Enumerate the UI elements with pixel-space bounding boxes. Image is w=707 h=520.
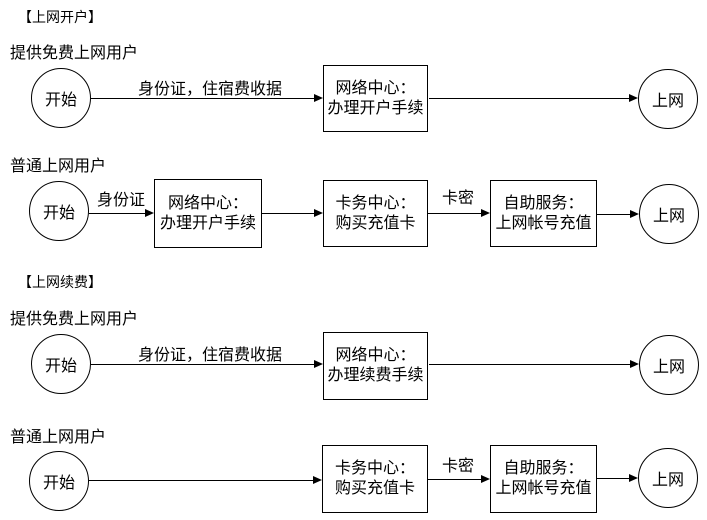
arrow xyxy=(597,210,639,218)
arrow-label: 身份证，住宿费收据 xyxy=(138,81,283,98)
process-box-line2: 上网帐号充值 xyxy=(495,214,592,232)
arrow xyxy=(91,360,323,368)
process-box: 自助服务： 上网帐号充值 xyxy=(490,445,597,513)
end-node: 上网 xyxy=(638,448,698,508)
row-label-free-user: 提供免费上网用户 xyxy=(10,45,139,62)
row-label-free-user: 提供免费上网用户 xyxy=(10,311,139,328)
section-header-account-opening: 【上网开户】 xyxy=(18,9,102,25)
arrow xyxy=(429,360,639,368)
process-box: 卡务中心： 购买充值卡 xyxy=(323,180,428,247)
arrow xyxy=(429,94,638,102)
process-box-line2: 办理开户手续 xyxy=(327,99,424,117)
end-node: 上网 xyxy=(639,335,699,395)
section-header-renewal: 【上网续费】 xyxy=(18,274,102,290)
process-box-line1: 自助服务： xyxy=(503,460,584,477)
end-node: 上网 xyxy=(639,184,699,244)
process-box: 自助服务： 上网帐号充值 xyxy=(490,180,597,247)
process-box: 卡务中心： 购买充值卡 xyxy=(322,445,428,513)
arrow-label: 卡密 xyxy=(442,190,475,207)
process-box-line1: 自助服务： xyxy=(503,194,584,212)
process-box: 网络中心： 办理开户手续 xyxy=(154,179,262,248)
arrow xyxy=(428,475,490,483)
process-box-line1: 卡务中心： xyxy=(335,194,416,212)
process-box-line2: 上网帐号充值 xyxy=(495,480,592,497)
process-box: 网络中心： 办理续费手续 xyxy=(323,332,428,400)
process-box-line1: 卡务中心： xyxy=(334,460,415,477)
arrow xyxy=(262,209,323,217)
start-node: 开始 xyxy=(29,181,89,241)
row-label-ordinary-user: 普通上网用户 xyxy=(10,158,107,175)
process-box-line1: 网络中心： xyxy=(335,79,416,97)
process-box-line2: 购买充值卡 xyxy=(335,214,416,232)
row-label-ordinary-user: 普通上网用户 xyxy=(10,429,107,446)
arrow-label: 卡密 xyxy=(442,458,475,475)
arrow xyxy=(91,94,323,102)
arrow-label: 身份证，住宿费收据 xyxy=(138,347,283,364)
arrow xyxy=(89,476,322,484)
arrow xyxy=(89,209,154,217)
process-box: 网络中心： 办理开户手续 xyxy=(323,65,428,132)
process-box-line2: 购买充值卡 xyxy=(334,480,415,497)
start-node: 开始 xyxy=(31,334,91,394)
process-box-line1: 网络中心： xyxy=(167,194,248,212)
start-node: 开始 xyxy=(31,68,91,128)
process-box-line2: 办理开户手续 xyxy=(159,214,256,232)
process-box-line1: 网络中心： xyxy=(335,347,416,364)
arrow xyxy=(428,209,490,217)
process-box-line2: 办理续费手续 xyxy=(327,367,424,384)
arrow xyxy=(597,474,638,482)
arrow-label: 身份证 xyxy=(97,192,146,209)
end-node: 上网 xyxy=(638,69,698,129)
start-node: 开始 xyxy=(29,451,89,511)
